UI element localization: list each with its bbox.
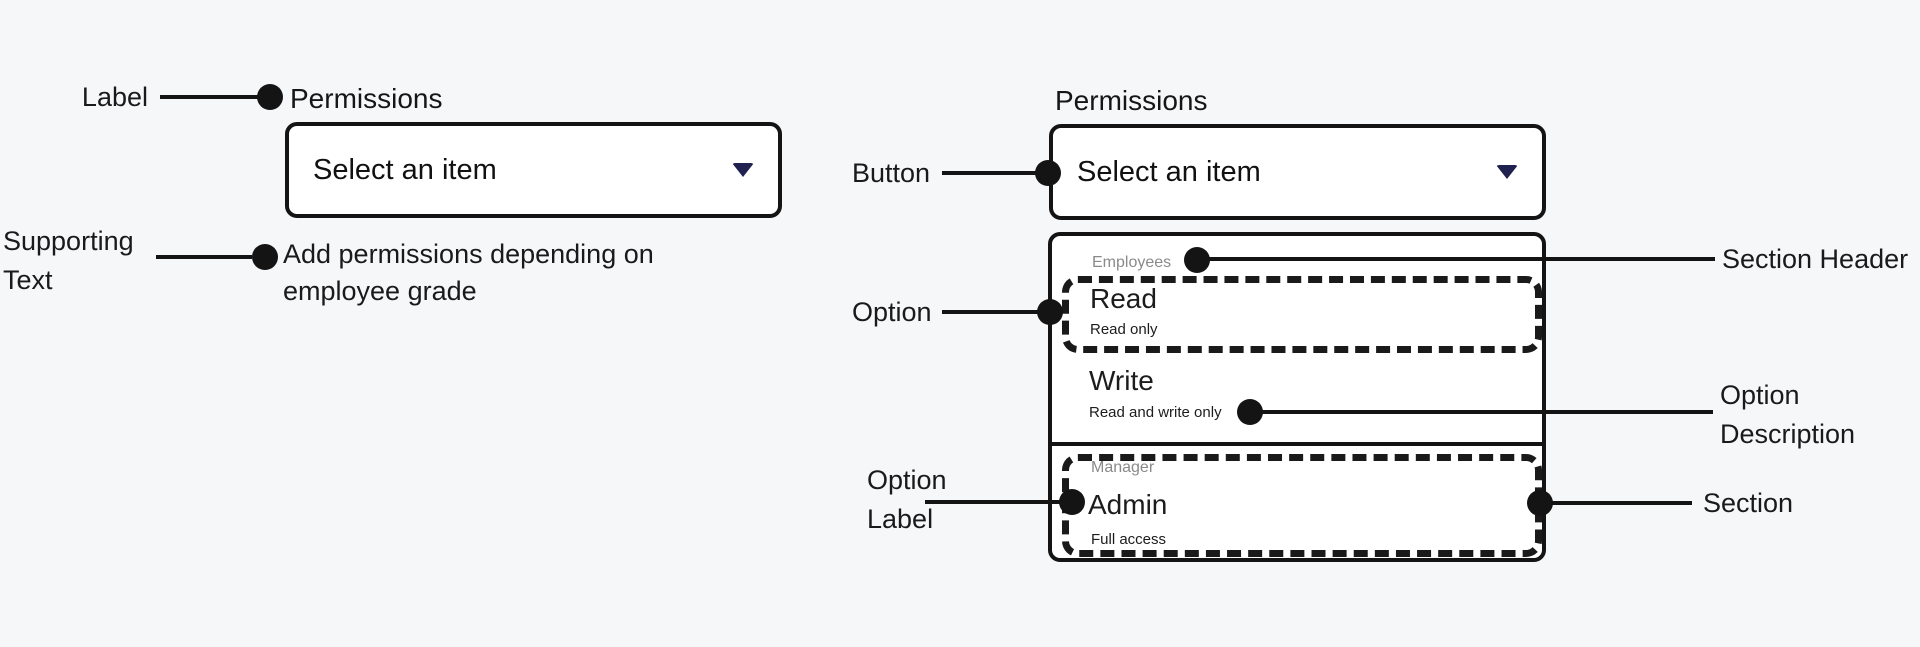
option-description-text: Read and write only [1089, 404, 1222, 421]
annotation-option-description: Option Description [1720, 380, 1856, 449]
annotation-section-header-line [1205, 257, 1715, 261]
section-outline [1062, 454, 1542, 557]
chevron-down-icon [732, 163, 754, 177]
left-supporting-text: Add permissions depending on employee gr… [283, 239, 654, 306]
option-label-text: Write [1089, 365, 1154, 396]
section-divider [1052, 442, 1542, 446]
annotation-section-header-dot [1184, 247, 1210, 273]
dropdown-panel: Employees Read Read only Write Read and … [1048, 232, 1546, 562]
annotation-button-dot [1035, 160, 1061, 186]
annotation-option-line [942, 310, 1040, 314]
chevron-down-icon [1496, 165, 1518, 179]
annotation-label-line [160, 95, 258, 99]
right-select-value: Select an item [1077, 155, 1261, 188]
annotation-option-dot [1037, 299, 1063, 325]
annotation-section-dot [1527, 490, 1553, 516]
section-header-manager: Manager [1091, 459, 1155, 476]
annotation-option-label-line [925, 500, 1060, 504]
option-admin[interactable]: Admin Full access [1052, 489, 1542, 555]
annotation-label-dot [257, 84, 283, 110]
annotation-option: Option [852, 297, 932, 327]
option-write[interactable]: Write Read and write only [1052, 363, 1542, 435]
option-label-text: Read [1090, 283, 1157, 314]
option-description-text: Full access [1091, 531, 1167, 548]
annotation-option-label-dot [1059, 489, 1085, 515]
option-outline [1062, 276, 1542, 353]
annotation-section-header: Section Header [1722, 244, 1909, 274]
annotation-section-line [1548, 501, 1692, 505]
annotation-button-line [942, 171, 1038, 175]
annotation-button: Button [852, 158, 931, 188]
annotation-option-label: Option Label [867, 465, 947, 534]
left-select-button[interactable]: Select an item [285, 122, 782, 218]
annotation-supporting-text: Supporting Text [3, 226, 134, 295]
section-header-employees: Employees [1092, 254, 1172, 271]
annotation-section: Section [1703, 488, 1794, 518]
option-label-text: Admin [1088, 489, 1168, 520]
left-field-label: Permissions [290, 83, 443, 114]
annotation-supporting-dot [252, 244, 278, 270]
annotation-option-description-dot [1237, 399, 1263, 425]
right-field-label: Permissions [1055, 85, 1208, 116]
annotation-label: Label [81, 82, 148, 112]
annotation-option-description-line [1258, 410, 1713, 414]
annotation-supporting-line [156, 255, 252, 259]
option-read[interactable]: Read Read only [1052, 281, 1542, 376]
left-select-value: Select an item [313, 153, 497, 186]
right-select-button[interactable]: Select an item [1049, 124, 1546, 220]
option-description-text: Read only [1090, 321, 1158, 338]
